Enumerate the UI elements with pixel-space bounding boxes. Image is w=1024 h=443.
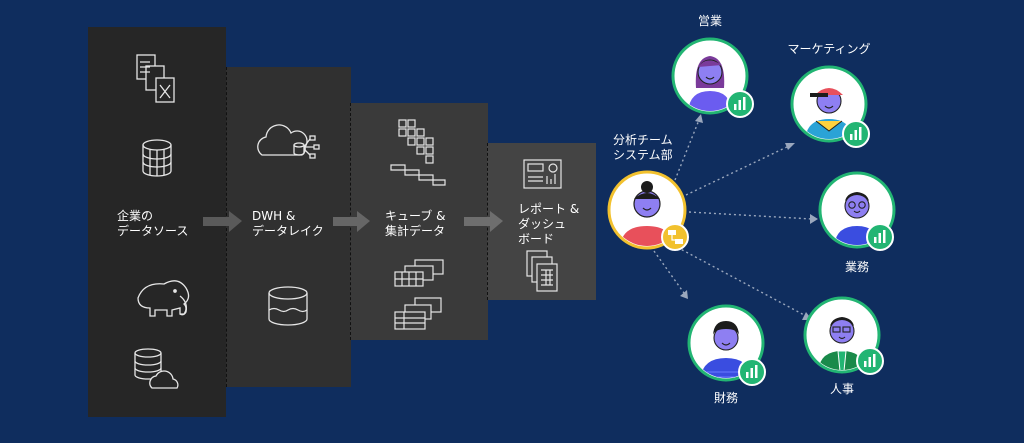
flow-arrow-1 <box>203 211 242 232</box>
panel-dwh <box>226 67 351 387</box>
report-pages-icon <box>526 250 558 292</box>
persona-label-sales: 営業 <box>697 14 722 28</box>
persona-label-hr: 人事 <box>829 382 854 396</box>
persona-operations-avatar <box>818 171 896 251</box>
cube-tables-icon <box>394 259 444 287</box>
persona-hr-avatar <box>803 296 884 375</box>
hub-label: 分析チーム システム部 <box>613 133 673 162</box>
hadoop-elephant-icon <box>137 280 190 317</box>
persona-label-operations: 業務 <box>844 260 869 274</box>
stage-label-cube: キューブ & 集計データ <box>385 209 446 238</box>
staircase-icon <box>390 164 446 186</box>
dashboard-icon <box>523 159 562 189</box>
aggregate-tables-icon <box>394 297 442 330</box>
connectors <box>653 119 813 317</box>
persona-label-marketing: マーケティング <box>787 42 871 56</box>
cube-grid-icon <box>398 119 434 164</box>
stage-label-dwh: DWH & データレイク <box>252 209 324 238</box>
data-lake-icon <box>268 286 308 326</box>
persona-finance-avatar <box>687 304 766 386</box>
stage-label-report: レポート & ダッシュ ボード <box>518 202 580 246</box>
database-cloud-icon <box>134 348 179 389</box>
hub-avatar <box>607 170 689 251</box>
connector-arrowheads <box>680 114 818 320</box>
flow-arrow-3 <box>464 211 503 232</box>
flow-arrow-2 <box>333 211 370 232</box>
persona-sales-avatar <box>671 37 754 118</box>
persona-label-finance: 財務 <box>713 391 738 405</box>
persona-marketing-avatar <box>790 65 870 148</box>
cloud-network-icon <box>257 124 320 159</box>
database-icon <box>142 139 172 177</box>
stage-label-source: 企業の データソース <box>117 209 189 238</box>
excel-files-icon <box>136 54 175 103</box>
